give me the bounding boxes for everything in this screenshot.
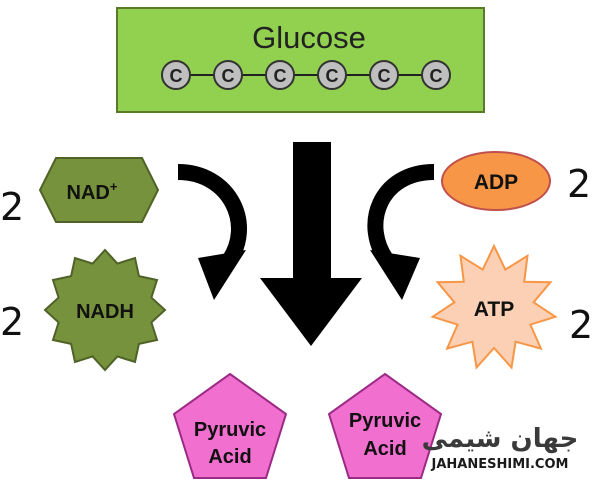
carbon-atom (161, 60, 191, 90)
pyruvic-right-line2: Acid (363, 438, 406, 460)
carbon-label: C (326, 66, 339, 86)
carbon-atom (213, 60, 243, 90)
carbon-label: C (222, 66, 235, 86)
atp-count: 2 (569, 303, 593, 347)
left-arrow-head (198, 250, 246, 300)
watermark: جهان شیمی JAHANESHIMI.COM (422, 424, 579, 472)
glucose-box (116, 7, 485, 113)
carbon-label: C (430, 66, 443, 86)
carbon-atom (265, 60, 295, 90)
nad-count: 2 (0, 185, 24, 229)
pyruvic-left-line2: Acid (208, 446, 251, 468)
carbon-atom (369, 60, 399, 90)
carbon-atom (317, 60, 347, 90)
atp-starburst (430, 243, 558, 370)
atp-label: ATP (474, 298, 514, 321)
pyruvic-pentagon-right (327, 372, 443, 479)
pyruvic-right-line1: Pyruvic (349, 410, 421, 432)
nadh-badge (43, 248, 167, 372)
nad-hexagon (38, 157, 160, 223)
main-down-arrow (260, 142, 362, 346)
carbon-label: C (274, 66, 287, 86)
watermark-arabic: جهان شیمی (422, 424, 579, 454)
carbon-label: C (378, 66, 391, 86)
adp-ellipse (441, 151, 551, 211)
right-arrow-head (370, 250, 420, 300)
carbon-label: C (170, 66, 183, 86)
adp-label: ADP (474, 171, 518, 194)
right-curved-arrow (367, 164, 435, 270)
nad-label: NAD+ (67, 179, 118, 204)
glucose-title: Glucose (252, 20, 366, 55)
watermark-latin: JAHANESHIMI.COM (431, 457, 569, 472)
nadh-count: 2 (0, 300, 24, 344)
carbon-atom (421, 60, 451, 90)
pyruvic-left-line1: Pyruvic (194, 419, 266, 441)
adp-count: 2 (567, 162, 591, 206)
left-curved-arrow (177, 164, 247, 270)
pyruvic-pentagon-left (172, 372, 288, 479)
nadh-label: NADH (76, 301, 134, 323)
